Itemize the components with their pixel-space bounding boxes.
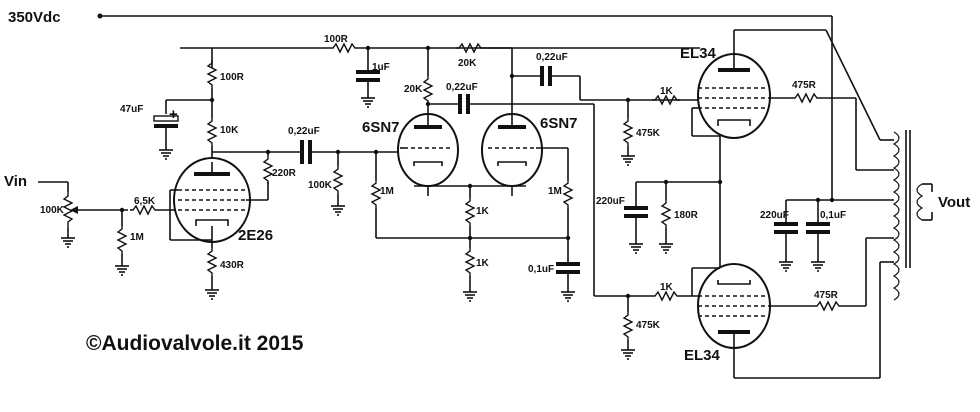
- power-tube-bottom-EL34: [680, 179, 771, 378]
- label-c-filter-pi: 1uF: [372, 62, 390, 73]
- driver-tube-2E26: [169, 149, 300, 300]
- label-c-couple-right: 0,22uF: [536, 52, 568, 63]
- label-r-cathode-power: 180R: [674, 210, 699, 221]
- label-c-out-filter2: 0,1uF: [820, 210, 846, 221]
- phase-inverter-left: [397, 104, 459, 196]
- label-c-couple1: 0,22uF: [288, 126, 320, 137]
- supply-rail: [97, 13, 833, 200]
- label-r-grid-leak-top: 475K: [636, 128, 661, 139]
- phase-inverter-right: [481, 76, 543, 196]
- supply-voltage-label: 350Vdc: [8, 9, 61, 26]
- tube-label-pi-left: 6SN7: [362, 119, 400, 136]
- screen-resistors: [768, 93, 894, 311]
- label-r-supply-filter: 100R: [220, 72, 245, 83]
- label-r-pi-plate2: 20K: [458, 58, 477, 69]
- label-r-grid-right: 1M: [548, 186, 562, 197]
- label-r-cathode-driver: 430R: [220, 260, 245, 271]
- label-r-grid-stopper-driver: 6,5K: [134, 196, 156, 207]
- output-label: Vout: [938, 194, 970, 211]
- label-r-screen-top: 475R: [792, 80, 817, 91]
- label-r-tail1: 1K: [476, 206, 490, 217]
- grid-network-power: [594, 95, 681, 360]
- tube-label-driver: 2E26: [238, 227, 273, 244]
- input-label: Vin: [4, 173, 27, 190]
- pi-network: [371, 43, 680, 302]
- power-tube-top-EL34: [680, 30, 771, 182]
- label-c-filter-driver: 47uF: [120, 104, 143, 115]
- tube-label-power-bottom: EL34: [684, 347, 721, 364]
- label-r-plate-driver: 10K: [220, 125, 239, 136]
- coupling-cap-1: [300, 140, 400, 216]
- label-r-grid-stop-top: 1K: [660, 86, 674, 97]
- capacitor-polarity-plus: +: [169, 106, 178, 123]
- label-r-grid-stop-bottom: 1K: [660, 282, 674, 293]
- label-c-out-filter1: 220uF: [760, 210, 789, 221]
- label-r-filter2: 100R: [324, 34, 349, 45]
- driver-supply-chain: [153, 59, 217, 162]
- label-r-screen-driver: 220R: [272, 168, 297, 179]
- tube-label-pi-right: 6SN7: [540, 115, 578, 132]
- copyright-text: ©Audiovalvole.it 2015: [86, 332, 304, 355]
- output-filter-caps: [774, 197, 832, 272]
- pi-supply-filter: [329, 43, 700, 108]
- label-c-cathode-power: 220uF: [596, 196, 625, 207]
- label-r-tail2: 1K: [476, 258, 490, 269]
- label-r-grid-leak-bottom: 475K: [636, 320, 661, 331]
- plate-leads: [734, 29, 894, 379]
- label-r-grid-left: 1M: [380, 186, 394, 197]
- input-stage: [38, 181, 180, 276]
- cathode-bias-network: [624, 179, 720, 254]
- label-c-bypass-grid: 0,1uF: [528, 264, 554, 275]
- label-r-grid-leak-driver: 1M: [130, 232, 144, 243]
- label-r-grid-pi: 100K: [308, 180, 333, 191]
- tube-label-power-top: EL34: [680, 45, 717, 62]
- label-pot-input: 100K: [40, 205, 65, 216]
- label-c-couple-left: 0,22uF: [446, 82, 478, 93]
- label-r-screen-bottom: 475R: [814, 290, 839, 301]
- label-r-pi-plate1: 20K: [404, 84, 423, 95]
- output-transformer: [892, 130, 933, 301]
